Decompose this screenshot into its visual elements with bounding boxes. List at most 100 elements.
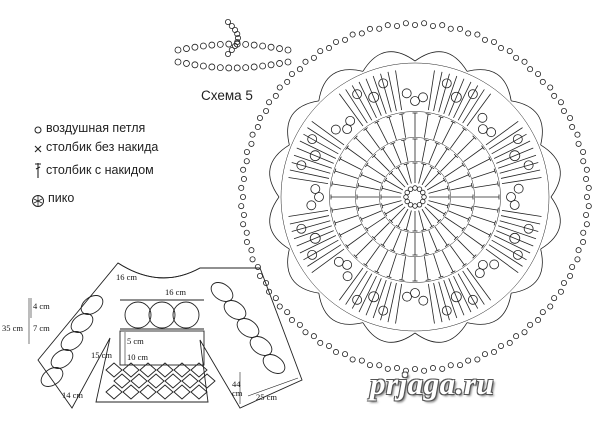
legend-label: столбик без накида — [46, 140, 159, 154]
chain-stitch-icon — [567, 115, 574, 122]
chain-stitch-icon — [174, 58, 182, 66]
double-crochet-icon — [466, 93, 492, 127]
double-crochet-icon — [448, 174, 469, 184]
outer-arch — [362, 322, 416, 343]
double-crochet-icon — [361, 174, 382, 184]
picot-icon — [368, 91, 380, 103]
chain-stitch-icon — [557, 288, 564, 295]
chain-stitch-icon — [569, 124, 576, 131]
chain-stitch-icon — [349, 31, 356, 38]
dim-length: 44 cm — [232, 379, 243, 398]
double-crochet-icon — [355, 137, 373, 155]
double-crochet-icon — [366, 216, 386, 230]
double-crochet-icon — [387, 282, 397, 323]
chain-stitch-icon — [199, 42, 207, 50]
picot-icon — [296, 160, 307, 171]
double-crochet-icon — [35, 163, 41, 178]
picot-icon — [467, 89, 478, 100]
chain-stitch-icon — [402, 20, 409, 27]
double-crochet-icon — [491, 239, 527, 261]
picot-icon — [410, 96, 420, 106]
double-crochet-icon — [307, 244, 342, 267]
picot-icon — [523, 160, 534, 171]
stitch-top — [353, 135, 358, 140]
chain-stitch-icon — [208, 63, 216, 71]
double-crochet-icon — [387, 71, 397, 112]
chain-stitch-icon — [250, 63, 258, 71]
double-crochet-icon — [428, 187, 448, 194]
chain-stitch-icon — [447, 362, 454, 369]
chain-stitch-icon — [584, 193, 591, 200]
outer-arch — [362, 51, 416, 72]
chain-stitch-icon — [276, 60, 283, 67]
chain-stitch-icon — [249, 131, 256, 138]
chain-stitch-icon — [263, 108, 270, 115]
double-crochet-icon — [392, 230, 402, 251]
double-crochet-icon — [441, 250, 454, 273]
stitch-top — [390, 142, 396, 145]
double-crochet-icon — [331, 205, 356, 211]
double-crochet-icon — [426, 179, 445, 191]
stitch-top — [374, 270, 380, 274]
dim-sleeve-top: 7 cm — [33, 323, 50, 333]
skirt-diamond — [156, 384, 174, 400]
sleeve-scallop — [210, 282, 234, 302]
stitch-top — [331, 181, 333, 187]
chain-stitch-icon — [497, 342, 504, 349]
chain-stitch-icon — [527, 321, 534, 328]
chain-stitch-icon — [574, 131, 581, 138]
picot-icon — [352, 89, 363, 100]
picot-icon — [486, 127, 497, 138]
picot-icon — [441, 305, 452, 316]
stitch-top — [497, 181, 499, 187]
double-crochet-icon — [358, 185, 380, 191]
chain-stitch-icon — [228, 47, 235, 54]
chain-stitch-icon — [429, 22, 436, 29]
chain-stitch-icon — [272, 92, 279, 99]
picot-icon — [307, 249, 318, 260]
chain-stitch-icon — [240, 221, 247, 228]
dim-band-a: 5 cm — [127, 336, 144, 346]
chain-stitch-icon — [240, 211, 247, 218]
chain-stitch-icon — [539, 78, 546, 85]
chain-stitch-icon — [366, 25, 373, 32]
chain-stitch-icon — [420, 198, 426, 205]
chain-stitch-icon — [224, 51, 231, 58]
stitch-top — [436, 218, 442, 224]
skirt-diamond — [105, 384, 123, 400]
stitch-top — [450, 120, 456, 124]
outer-arch — [287, 248, 319, 294]
chain-stitch-icon — [394, 365, 401, 372]
stitch-top — [381, 185, 384, 191]
double-crochet-icon — [397, 167, 409, 186]
chain-stitch-icon — [288, 317, 295, 324]
double-crochet-icon — [434, 226, 448, 246]
skirt-diamond — [164, 373, 182, 389]
chain-stitch-icon — [490, 38, 497, 45]
stitch-top — [497, 207, 499, 213]
chain-stitch-icon — [276, 84, 283, 91]
double-crochet-icon — [311, 120, 345, 146]
motif-circle — [124, 301, 152, 329]
chain-stitch-icon — [233, 64, 241, 72]
double-crochet-icon — [338, 267, 364, 301]
chain-stitch-icon — [585, 203, 592, 210]
double-crochet-icon — [296, 147, 334, 164]
stitch-top — [363, 263, 368, 267]
chain-stitch-icon — [394, 22, 401, 29]
picot-icon — [467, 294, 478, 305]
double-crochet-icon — [380, 281, 392, 321]
chain-stitch-icon — [284, 58, 292, 66]
double-crochet-icon — [307, 127, 342, 150]
chain-stitch-icon — [333, 38, 340, 45]
double-crochet-icon — [493, 140, 531, 159]
chain-stitch-icon — [325, 45, 332, 52]
double-crochet-icon — [376, 250, 389, 273]
chain-stitch-icon — [284, 46, 292, 54]
stitch-top — [425, 279, 431, 281]
chain-stitch-icon — [521, 329, 528, 336]
chain-stitch-icon — [216, 40, 224, 48]
double-crochet-icon — [289, 215, 330, 225]
stitch-top — [436, 170, 442, 176]
legend-label: пико — [48, 191, 75, 205]
